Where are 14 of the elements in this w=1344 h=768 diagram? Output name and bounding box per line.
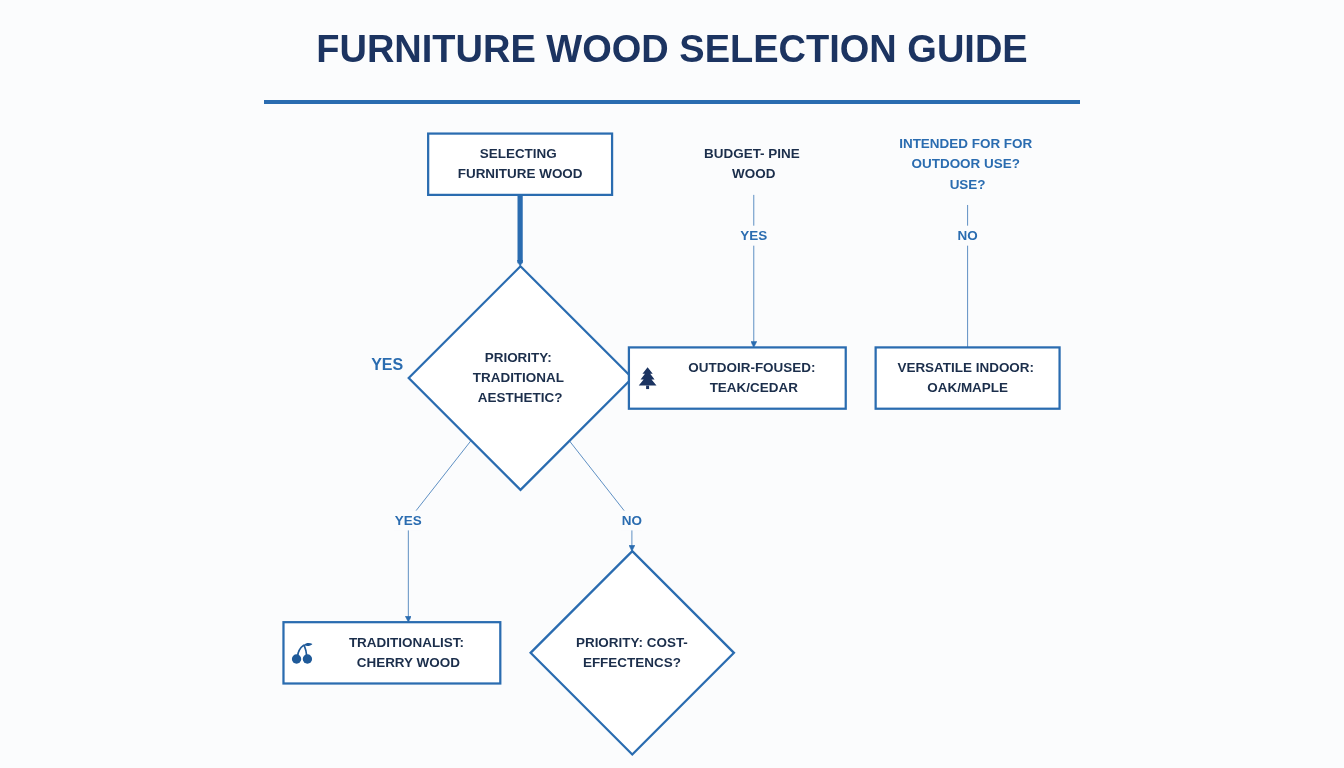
node-text: BUDGET- PINE WOOD <box>704 146 801 182</box>
node-box: SELECTING FURNITURE WOOD <box>427 132 614 196</box>
arrow <box>517 194 524 267</box>
edge-label: YES <box>395 512 423 528</box>
edge-label: NO <box>622 512 643 528</box>
node-box: VERSATILE INDOOR: OAK/MAPLE <box>875 346 1062 410</box>
node-box: TRADITIONALIST: CHERRY WOOD <box>282 621 502 685</box>
edge-label: YES <box>740 227 768 243</box>
node-text: INTENDED FOR FOR OUTDOOR USE? USE? <box>899 136 1033 192</box>
edge-label: NO <box>957 227 979 243</box>
node-diamond: PRIORITY: COST-EFFECTENCS? <box>529 549 736 757</box>
connector <box>967 204 969 348</box>
node-box: OUTDOIR-FOUSED: TEAK/CEDAR <box>628 346 848 410</box>
diagram-title: FURNITURE WOOD SELECTION GUIDE <box>316 27 1028 72</box>
